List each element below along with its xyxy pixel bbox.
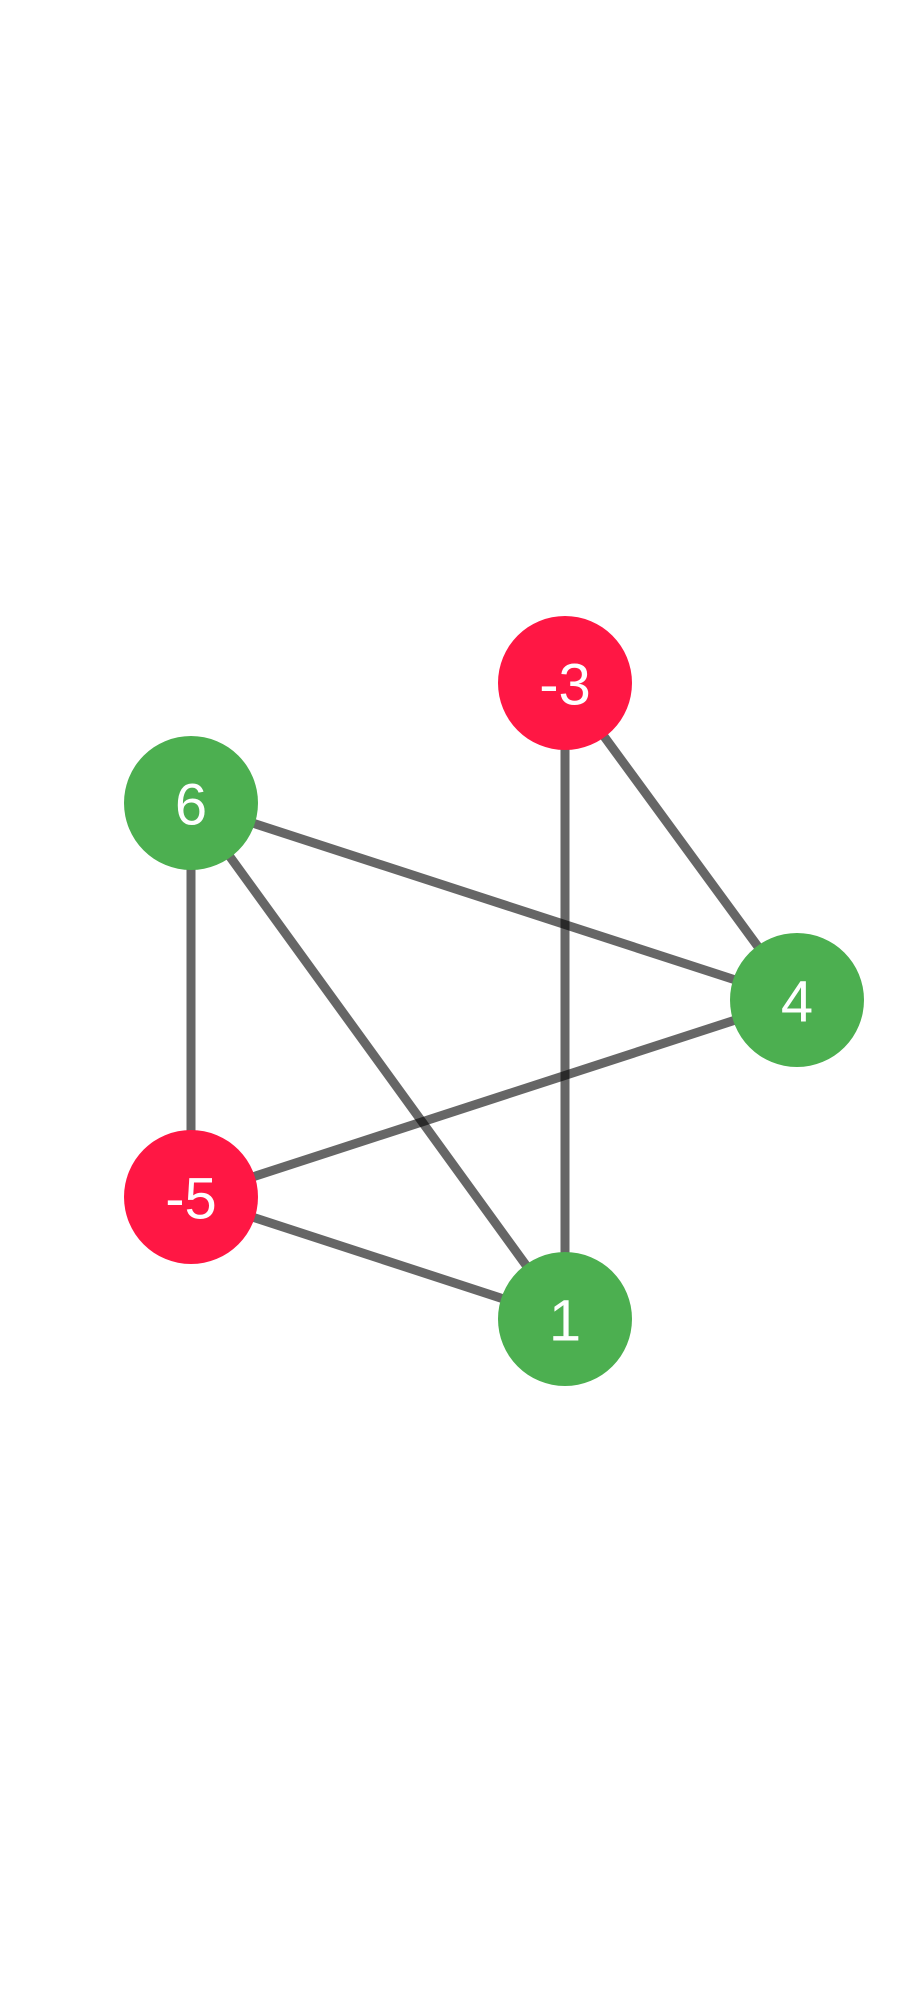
node-label: 1 bbox=[549, 1289, 581, 1354]
node-n6: 6 bbox=[124, 736, 258, 870]
edge-n6-n1 bbox=[187, 800, 569, 1322]
edges-layer bbox=[186, 680, 801, 1324]
node-circle bbox=[124, 736, 258, 870]
node-nm5: -5 bbox=[124, 1130, 258, 1264]
edge-n6-n4 bbox=[189, 798, 799, 1005]
node-label: -3 bbox=[539, 653, 591, 718]
node-n4: 4 bbox=[730, 933, 864, 1067]
node-nm3: -3 bbox=[498, 616, 632, 750]
node-circle bbox=[498, 616, 632, 750]
node-n1: 1 bbox=[498, 1252, 632, 1386]
node-circle bbox=[498, 1252, 632, 1386]
node-label: 4 bbox=[781, 970, 813, 1035]
node-circle bbox=[730, 933, 864, 1067]
node-label: 6 bbox=[175, 773, 207, 838]
node-circle bbox=[124, 1130, 258, 1264]
edge-nm5-n4 bbox=[189, 995, 799, 1202]
nodes-layer: 6 -3 4 -5 1 bbox=[124, 616, 864, 1386]
node-label: -5 bbox=[165, 1167, 217, 1232]
